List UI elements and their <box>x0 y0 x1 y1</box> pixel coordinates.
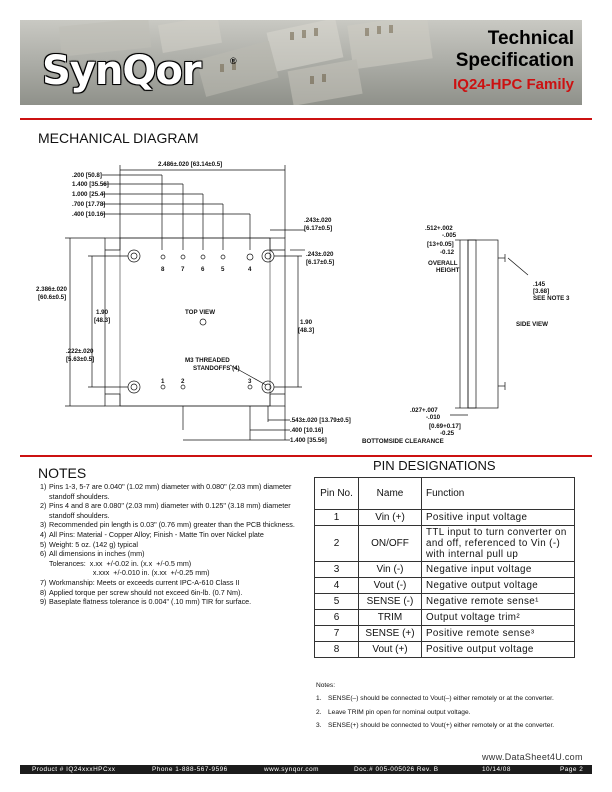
side-dim-2: [13+0.05] <box>427 241 454 248</box>
height-label: HEIGHT <box>436 267 460 274</box>
overall-label: OVERALL <box>428 260 458 267</box>
dim-bottom-3: 1.400 [35.56] <box>290 437 327 444</box>
footer-bar: Product # IQ24xxxHPCxx Phone 1-888-567-9… <box>20 765 592 774</box>
side-dim-3: .145 <box>533 281 546 288</box>
pin-label-8: 8 <box>161 266 165 273</box>
dim-inner-right: 1.90 <box>300 319 313 326</box>
footer-doc-number: Doc.# 005-005026 Rev. B <box>354 766 439 773</box>
mechanical-divider <box>20 455 592 457</box>
dim-lower-left: .222±.020 <box>66 348 94 355</box>
dim-right-1b: [6.17±0.5] <box>304 225 332 232</box>
header-name: Name <box>358 477 422 510</box>
dim-inner-left: 1.90 <box>96 309 109 316</box>
pin-label-4: 4 <box>248 266 252 273</box>
title-specification: Specification <box>455 50 574 71</box>
mechanical-diagram: .200 [50.8] 1.400 [35.56] 1.000 [25.4] .… <box>30 150 580 455</box>
clearance-dim-2b: -0.25 <box>440 430 455 437</box>
note-item: 4)All Pins: Material - Copper Alloy; Fin… <box>40 529 264 539</box>
clearance-dim-1: .027+.007 <box>410 407 438 414</box>
side-dim-1: .512+.002 <box>425 225 453 232</box>
note-item: 8)Applied torque per screw should not ex… <box>40 587 243 597</box>
watermark-link[interactable]: www.DataSheet4U.com <box>482 752 583 762</box>
dim-left-1: .200 [50.8] <box>72 172 102 179</box>
see-note-label: SEE NOTE 3 <box>533 295 570 302</box>
pin-label-1: 1 <box>161 378 165 385</box>
note-item: 9)Baseplate flatness tolerance is 0.004"… <box>40 597 252 607</box>
dim-height-b: [60.6±0.5] <box>38 294 66 301</box>
header-banner: SynQor ® Technical Specification IQ24-HP… <box>20 20 582 105</box>
pin-designations-title: PIN DESIGNATIONS <box>373 458 496 473</box>
dim-inner-left-b: [48.3] <box>94 317 110 324</box>
notes-title: NOTES <box>38 465 87 481</box>
header-board-photo <box>58 20 433 105</box>
note-item: 1)Pins 1-3, 5-7 are 0.040" (1.02 mm) dia… <box>40 482 292 501</box>
table-header-row: Pin No. Name Function <box>314 477 575 510</box>
footer-phone: Phone 1-888-567-9596 <box>152 766 228 773</box>
clearance-dim-1b: -.010 <box>426 414 441 421</box>
pin-label-7: 7 <box>181 266 185 273</box>
dim-right-1: .243±.020 <box>304 217 332 224</box>
dim-height: 2.386±.020 <box>36 286 67 293</box>
header-title-block: Technical Specification IQ24-HPC Family <box>424 28 574 100</box>
dim-left-4: .700 [17.78] <box>72 201 105 208</box>
dim-bottom-1: .543±.020 [13.79±0.5] <box>290 417 351 424</box>
mechanical-diagram-title: MECHANICAL DIAGRAM <box>38 130 199 146</box>
note-item: 7)Workmanship: Meets or exceeds current … <box>40 577 240 587</box>
table-notes-title: Notes: <box>316 682 336 689</box>
dim-bottom-2: .400 [10.16] <box>290 427 323 434</box>
side-dim-2b: -0.12 <box>440 249 455 256</box>
footer-product: Product # IQ24xxxHPCxx <box>32 766 116 773</box>
header-function: Function <box>421 477 575 510</box>
title-technical: Technical <box>487 28 574 49</box>
header-pin-no: Pin No. <box>314 477 359 510</box>
header-divider <box>20 118 592 120</box>
side-dim-1b: -.005 <box>442 232 457 239</box>
pin-label-3: 3 <box>248 378 252 385</box>
table-notes: Notes: 1.SENSE(–) should be connected to… <box>316 682 578 731</box>
pin-label-5: 5 <box>221 266 225 273</box>
pin-label-2: 2 <box>181 378 185 385</box>
dim-right-2: .243±.020 <box>306 251 334 258</box>
footer-page: Page 2 <box>560 766 584 773</box>
table-note: 1.SENSE(–) should be connected to Vout(–… <box>316 695 554 703</box>
note-item: 2)Pins 4 and 8 are 0.080" (2.03 mm) diam… <box>40 501 291 520</box>
dim-right-2b: [6.17±0.5] <box>306 259 334 266</box>
side-dim-3b: [3.68] <box>533 288 549 295</box>
pin-label-6: 6 <box>201 266 205 273</box>
note-item: 3)Recommended pin length is 0.03" (0.76 … <box>40 520 295 530</box>
dim-left-5: .400 [10.16] <box>72 211 105 218</box>
dim-inner-right-b: [48.3] <box>298 327 314 334</box>
dim-top-width: 2.486±.020 [63.14±0.5] <box>158 161 222 168</box>
note-item: 6)All dimensions in inches (mm) <box>40 549 145 559</box>
dim-lower-left-b: [5.63±0.5] <box>66 356 94 363</box>
footer-date: 10/14/08 <box>482 766 511 773</box>
standoff-label-1: M3 THREADED <box>185 357 230 364</box>
note-item: 5)Weight: 5 oz. (142 g) typical <box>40 539 138 549</box>
clearance-dim-2: [0.69+0.17] <box>429 423 461 430</box>
dim-left-2: 1.400 [35.56] <box>72 181 109 188</box>
dim-left-3: 1.000 [25.4] <box>72 191 105 198</box>
bottomside-clearance: BOTTOMSIDE CLEARANCE <box>362 438 444 445</box>
product-family: IQ24-HPC Family <box>453 76 574 93</box>
side-view-label: SIDE VIEW <box>516 321 548 328</box>
footer-website[interactable]: www.synqor.com <box>264 766 319 773</box>
table-note: 3.SENSE(+) should be connected to Vout(+… <box>316 722 555 730</box>
synqor-logo: SynQor ® <box>42 48 237 94</box>
standoff-label-2: STANDOFFS (4) <box>193 365 240 372</box>
table-note: 2.Leave TRIM pin open for nominal output… <box>316 708 471 716</box>
top-view-label: TOP VIEW <box>185 309 215 316</box>
notes-list: 1)Pins 1-3, 5-7 are 0.040" (1.02 mm) dia… <box>40 482 300 607</box>
note-item: x.xxx +/-0.010 in. (x.xx +/-0.25 mm) <box>49 568 210 578</box>
note-item: Tolerances: x.xx +/-0.02 in. (x.x +/-0.5… <box>49 558 192 568</box>
